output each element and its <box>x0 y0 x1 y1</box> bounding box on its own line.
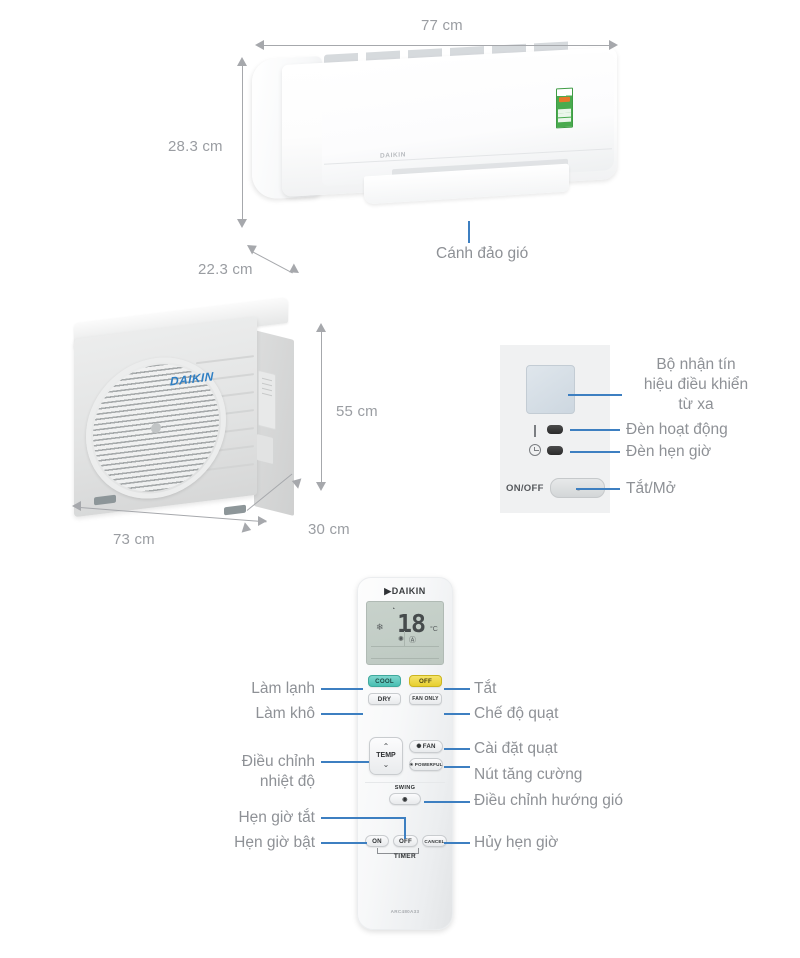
temp-label: TEMP <box>376 752 396 759</box>
timer-on-leader-line <box>321 842 367 844</box>
outdoor-depth-dimension-text: 30 cm <box>308 521 350 538</box>
lcd-snowflake-icon: ❄ <box>376 622 384 632</box>
indoor-height-dimension-text: 28.3 cm <box>168 138 223 155</box>
timer-cancel-leader-line <box>444 842 470 844</box>
timer-group-label: TIMER <box>393 853 417 860</box>
indoor-depth-dimension-text: 22.3 cm <box>198 261 253 278</box>
callout-dry-label: Làm khô <box>255 705 315 722</box>
fan-icon: ✺ <box>416 743 422 750</box>
callout-swing-label: Điều chỉnh hướng gió <box>474 792 623 809</box>
off-button[interactable]: OFF <box>409 675 442 687</box>
outdoor-unit-illustration: DAIKIN <box>58 296 308 540</box>
callout-receiver-line3: từ xa <box>678 396 714 413</box>
timer-bracket <box>377 848 419 854</box>
dry-button[interactable]: DRY <box>368 693 401 705</box>
lcd-temperature-value: 18 <box>397 609 426 638</box>
receiver-leader-line <box>568 394 622 396</box>
timer-lamp-leader-line <box>570 451 620 453</box>
remote-brand-logo: ▶DAIKIN <box>384 586 426 596</box>
callout-powerful-label: Nút tăng cường <box>474 766 583 783</box>
callout-receiver-label: Bộ nhận tín hiệu điều khiển từ xa <box>626 355 766 415</box>
callout-louver-label: Cánh đảo gió <box>436 245 529 262</box>
operation-lamp-leader-line <box>570 429 620 431</box>
remote-model-number: ARC480A33 <box>390 909 420 914</box>
outdoor-unit-terminal-cover <box>258 369 276 431</box>
callout-operation-lamp-label: Đèn hoạt động <box>626 421 728 438</box>
fan-only-leader-line <box>444 713 470 715</box>
cool-leader-line <box>321 688 363 690</box>
dry-leader-line <box>321 713 363 715</box>
powerful-button[interactable]: ☀POWERFUL <box>409 758 443 771</box>
remote-control: ▶DAIKIN ◔ ❄ 18 °C ✺ Ⓐ COOL OFF DRY FAN O… <box>357 577 453 930</box>
temp-up-chevron[interactable]: ⌃ <box>382 742 390 751</box>
timer-clock-icon <box>529 444 541 456</box>
remote-signal-receiver <box>526 365 575 414</box>
off-leader-line <box>444 688 470 690</box>
cool-button[interactable]: COOL <box>368 675 401 687</box>
temp-leader-line <box>321 761 369 763</box>
lcd-fan-icon: ✺ <box>398 636 404 643</box>
timer-off-button[interactable]: OFF <box>393 835 418 847</box>
fan-leader-line <box>444 748 470 750</box>
swing-section <box>365 782 445 818</box>
powerful-leader-line <box>444 766 470 768</box>
onoff-label: ON/OFF <box>506 483 544 494</box>
callout-temp-line1: Điều chỉnh <box>241 753 315 770</box>
remote-lcd-display: ◔ ❄ 18 °C ✺ Ⓐ <box>366 601 444 665</box>
callout-timer-off-label: Hẹn giờ tắt <box>238 809 315 826</box>
callout-timer-cancel-label: Hủy hẹn giờ <box>474 834 559 851</box>
outdoor-unit-foot <box>224 504 246 516</box>
callout-timer-lamp-label: Đèn hẹn giờ <box>626 443 712 460</box>
lcd-auto-icon: Ⓐ <box>409 637 416 644</box>
timer-off-leader-h <box>321 817 405 819</box>
operation-lamp-led <box>547 425 563 434</box>
callout-timer-on-label: Hẹn giờ bật <box>234 834 315 851</box>
timer-cancel-button[interactable]: CANCEL <box>422 835 447 847</box>
swing-leader-line <box>424 801 470 803</box>
temp-button[interactable]: ⌃ TEMP ⌄ <box>369 737 403 775</box>
energy-label-sticker <box>556 87 573 129</box>
outdoor-width-dimension-text: 73 cm <box>113 531 155 548</box>
timer-on-button[interactable]: ON <box>365 835 389 847</box>
indoor-unit-illustration: DAIKIN <box>252 41 617 229</box>
indoor-unit-brand-logo: DAIKIN <box>380 151 406 160</box>
callout-off-label: Tắt <box>474 680 497 697</box>
swing-icon: ◉ <box>402 795 408 803</box>
power-button-leader-line <box>576 488 620 490</box>
swing-button[interactable]: ◉ <box>389 793 421 805</box>
temp-down-chevron[interactable]: ⌄ <box>382 760 390 769</box>
lcd-temperature-unit: °C <box>430 626 438 633</box>
louver-leader-line <box>468 221 470 243</box>
indoor-width-dimension-text: 77 cm <box>421 17 463 34</box>
fan-only-button[interactable]: FAN ONLY <box>409 693 442 705</box>
timer-lamp-led <box>547 446 563 455</box>
fan-button[interactable]: ✺FAN <box>409 740 443 753</box>
swing-label: SWING <box>394 785 416 791</box>
fan-button-label: FAN <box>422 743 436 750</box>
lcd-mode-icon: ◔ <box>391 606 396 613</box>
callout-temp-line2: nhiệt độ <box>259 773 315 790</box>
powerful-icon: ☀ <box>409 761 414 767</box>
callout-receiver-line2: hiệu điều khiển <box>643 376 749 393</box>
operation-lamp-icon <box>534 425 536 437</box>
outdoor-unit-valve-cover <box>257 434 273 464</box>
callout-fan-only-label: Chế độ quạt <box>474 705 559 722</box>
outdoor-height-dimension-text: 55 cm <box>336 403 378 420</box>
timer-off-leader-v <box>404 817 406 839</box>
callout-receiver-line1: Bộ nhận tín <box>656 356 736 373</box>
callout-power-button-label: Tắt/Mở <box>626 480 676 497</box>
callout-fan-label: Cài đặt quạt <box>474 740 558 757</box>
callout-cool-label: Làm lạnh <box>251 680 315 697</box>
callout-temp-label: Điều chỉnh nhiệt độ <box>195 752 315 792</box>
powerful-button-label: POWERFUL <box>414 762 443 767</box>
remote-brand-text: DAIKIN <box>391 586 426 596</box>
